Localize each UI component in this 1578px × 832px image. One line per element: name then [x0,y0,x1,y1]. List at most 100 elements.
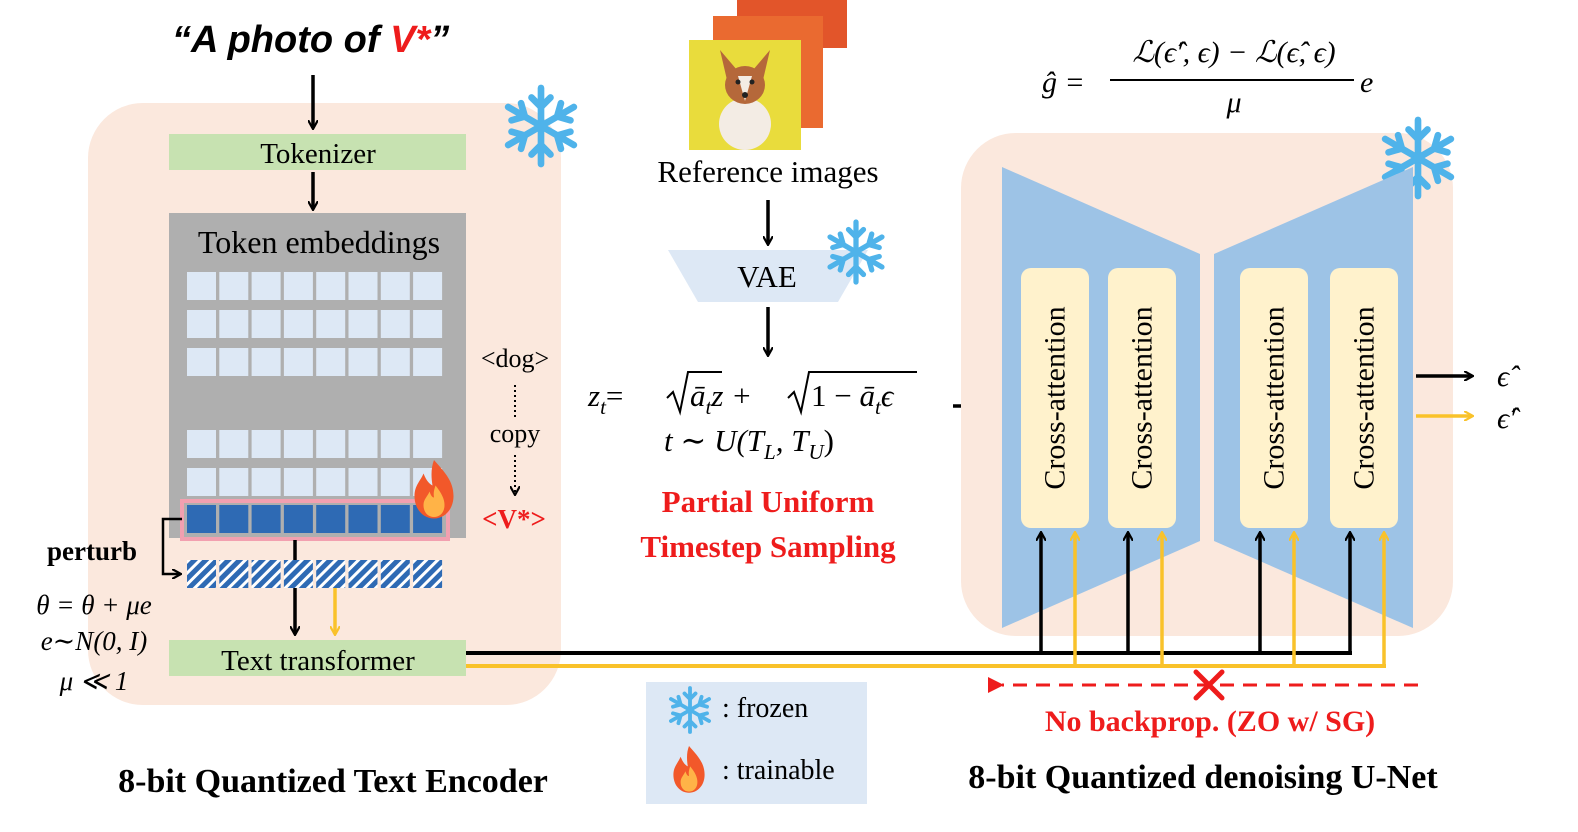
embedding-cell [219,468,249,496]
embedding-cell [380,310,410,338]
text-encoder-title: 8-bit Quantized Text Encoder [118,763,548,800]
gradient-lhs: ĝ = [1042,66,1085,99]
out-eps-prime-label: ϵ̂′ [1497,402,1521,435]
gradient-equation: ĝ = ℒ(ϵ̂′, ϵ) − ℒ(ϵ̂, ϵ) μ e [1042,36,1373,119]
t-u: U [808,440,825,464]
embedding-cell [413,430,443,458]
text-transformer-label: Text transformer [221,645,415,677]
t-dist: t ∼ U(T [664,423,767,458]
embedding-cell [316,430,346,458]
embedding-cell [316,310,346,338]
conditioning-wires [466,533,1386,668]
token-embeddings-label: Token embeddings [198,224,440,260]
prompt-token: V* [390,19,432,61]
embedding-cell [251,348,281,376]
gradient-numerator: ℒ(ϵ̂′, ϵ) − ℒ(ϵ̂, ϵ) [1132,36,1335,69]
perturb-bracket [161,517,182,574]
embedding-cell [380,468,410,496]
embedding-cell [251,310,281,338]
perturbed-cell [187,560,216,588]
perturbed-cell [283,560,313,588]
cross-attention-block [1021,268,1089,528]
zt-term2-sub: t [875,395,882,419]
zt-term1-sub: t [706,395,713,419]
gradient-rhs: e [1360,66,1373,99]
cross-attention-label: Cross-attention [1039,306,1072,489]
perturbed-cell [219,560,249,588]
embedding-cell [219,272,249,300]
zt-z: z + [710,378,752,413]
t-close: ) [824,423,834,458]
legend-trainable-label: : trainable [722,755,835,786]
embedding-cell [348,310,378,338]
embedding-cell [413,310,443,338]
cross-mark [1193,669,1225,701]
embedding-cell [283,468,313,496]
cross-attention-block [1240,268,1308,528]
v-token-label: <V*> [482,504,546,534]
v-token-cell [187,505,216,533]
embedding-grid [187,272,443,496]
dog-token-label: <dog> [481,344,549,373]
embedding-cell [348,430,378,458]
vae-box [668,250,868,302]
embedding-cell [187,468,216,496]
eq-noise: e∼N(0, I) [41,626,148,656]
embedding-cell [316,468,346,496]
perturbed-cell [348,560,378,588]
v-token-cell [316,505,346,533]
perturbed-cell [316,560,346,588]
svg-text:ātz +: ātz + [690,378,752,419]
vae-label: VAE [737,259,797,294]
cross-attention-block [1108,268,1176,528]
embedding-cell [187,430,216,458]
zt-term1: ā [690,378,706,413]
embedding-cell [380,430,410,458]
embedding-cell [283,310,313,338]
cross-attention-label: Cross-attention [1126,306,1159,489]
v-token-cell [348,505,378,533]
sampling-line2: Timestep Sampling [640,529,896,564]
zt-term2-pre: 1 − [811,378,859,413]
perturbed-cell [413,560,443,588]
embedding-cell [413,348,443,376]
embedding-cell [187,272,216,300]
embedding-cell [348,272,378,300]
zt-eq: = [606,378,623,413]
embedding-cell [251,468,281,496]
embedding-cell [219,310,249,338]
embedding-cell [187,348,216,376]
t-l: L [763,440,776,464]
embedding-cell [348,348,378,376]
prompt-text: “A photo of V*” [172,19,449,61]
embedding-cell [316,348,346,376]
zt-equation: zt= ātz + 1 − ātϵ t ∼ U(TL, TU) [587,371,917,464]
embedding-cell [283,430,313,458]
sampling-line1: Partial Uniform [662,484,875,519]
embedding-cell [316,272,346,300]
embedding-cell [251,272,281,300]
unet-title: 8-bit Quantized denoising U-Net [968,759,1438,796]
embedding-cell [348,468,378,496]
text-transformer-box [169,640,466,676]
embedding-cell [219,348,249,376]
no-backprop-label: No backprop. (ZO w/ SG) [1045,705,1375,738]
embedding-cell [219,430,249,458]
embedding-cell [413,272,443,300]
v-token-embedding-row [187,505,443,533]
tokenizer-box [169,134,466,170]
prompt-open: “A photo of [172,19,390,61]
perturbed-cell [380,560,410,588]
zt-sub: t [600,395,607,419]
embedding-cell [283,348,313,376]
v-token-cell [380,505,410,533]
svg-text:1 − ātϵ: 1 − ātϵ [811,378,895,419]
embedding-cell [380,348,410,376]
svg-text:zt=: zt= [587,378,623,419]
copy-label: copy [490,419,541,448]
t-sep: , T [776,423,812,458]
svg-text:t ∼ U(TL, TU): t ∼ U(TL, TU) [664,423,834,464]
legend-frozen-label: : frozen [722,693,808,724]
